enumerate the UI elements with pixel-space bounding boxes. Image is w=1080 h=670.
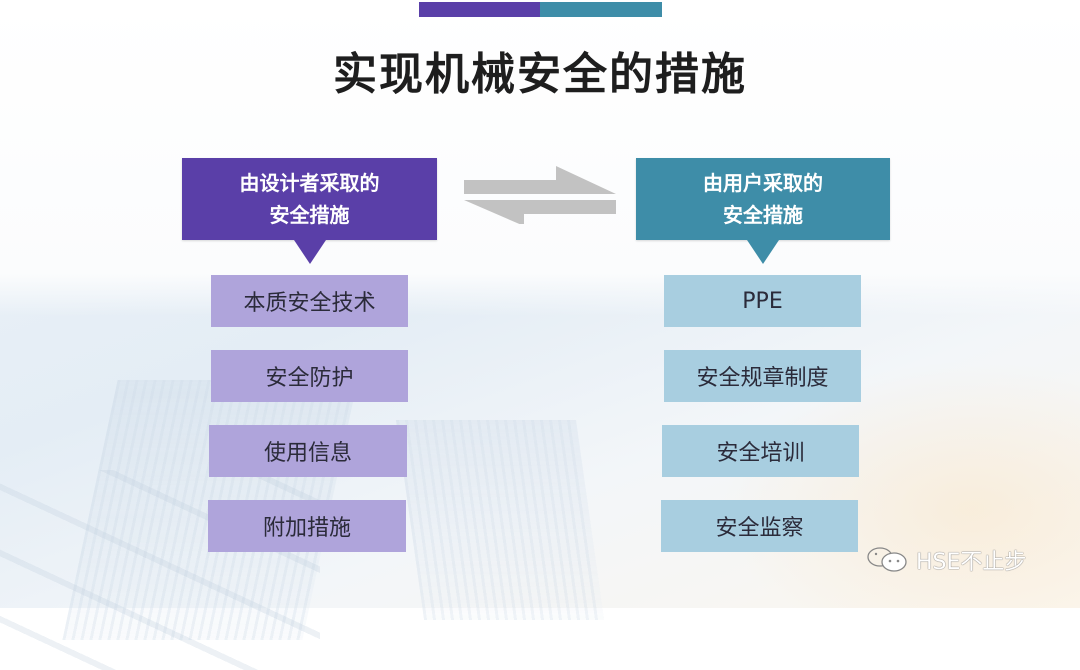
header-line: 安全措施: [269, 203, 350, 227]
watermark: HSE不止步: [866, 544, 1026, 576]
designer-measure-item: 使用信息: [209, 425, 407, 477]
title-accent-bar: [419, 2, 662, 17]
item-label: 使用信息: [263, 441, 352, 466]
header-line: 安全措施: [723, 203, 803, 227]
page-title: 实现机械安全的措施: [333, 49, 747, 100]
item-label: 安全监察: [715, 516, 804, 541]
bidirectional-arrows-icon: [464, 166, 616, 224]
item-label: 本质安全技术: [243, 291, 376, 316]
item-label: 安全培训: [716, 441, 805, 466]
item-label: PPE: [742, 288, 783, 314]
user-measures-header: 由用户采取的 安全措施: [636, 158, 890, 264]
user-measure-item: PPE: [664, 275, 861, 327]
header-line: 由设计者采取的: [239, 171, 380, 195]
wechat-icon: [867, 547, 907, 572]
background-building: [395, 420, 605, 620]
accent-bar-teal: [540, 2, 662, 17]
item-label: 附加措施: [262, 516, 351, 541]
user-measure-item: 安全规章制度: [664, 350, 861, 402]
designer-measure-item: 本质安全技术: [211, 275, 408, 327]
designer-measure-item: 附加措施: [208, 500, 406, 552]
item-label: 安全防护: [265, 366, 354, 391]
user-measure-item: 安全培训: [662, 425, 859, 477]
accent-bar-purple: [419, 2, 540, 17]
designer-measures-header: 由设计者采取的 安全措施: [182, 158, 437, 264]
header-line: 由用户采取的: [703, 171, 823, 195]
designer-measure-item: 安全防护: [211, 350, 408, 402]
watermark-text: HSE不止步: [916, 550, 1027, 575]
user-measure-item: 安全监察: [661, 500, 858, 552]
item-label: 安全规章制度: [696, 366, 829, 391]
